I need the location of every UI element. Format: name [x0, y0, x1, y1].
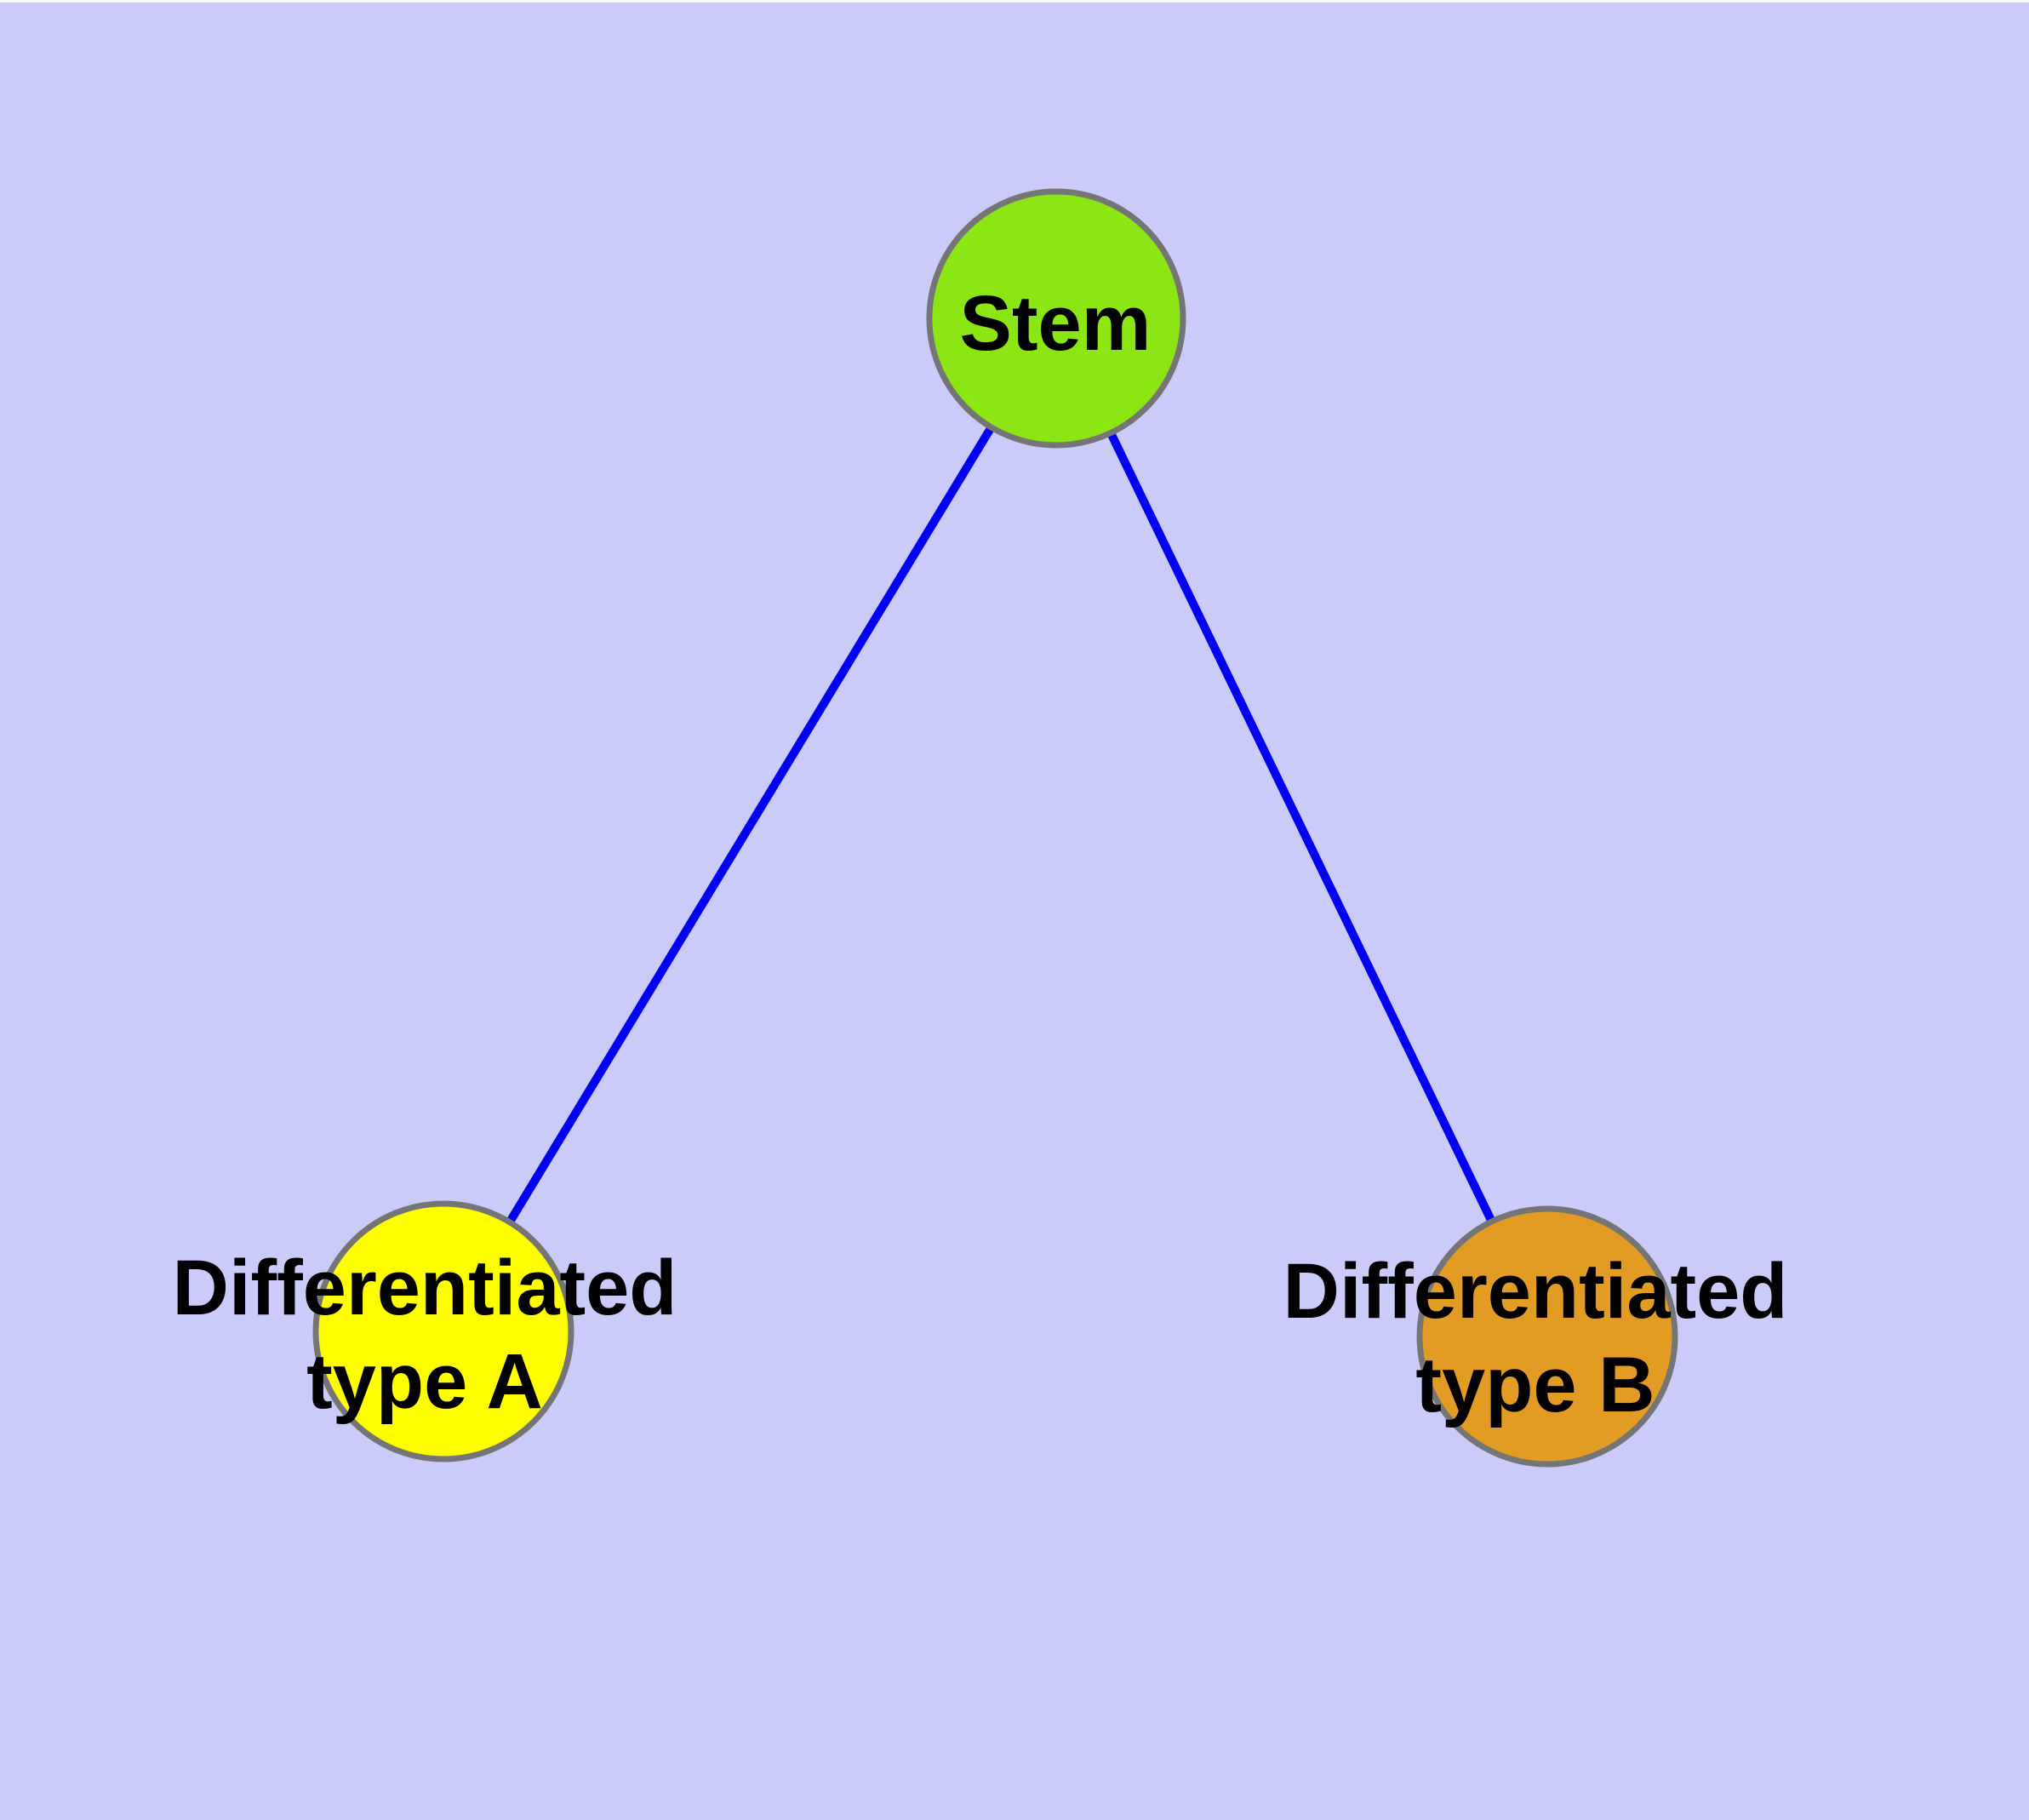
- label-line: Differentiated: [1283, 1248, 1788, 1335]
- edge-stem-to-type-b: [1052, 316, 1552, 1341]
- label-line: type B: [1415, 1342, 1655, 1428]
- node-label-stem: Stem: [960, 277, 1152, 370]
- node-circle-differentiated-type-b: [1416, 1205, 1678, 1468]
- edge-stem-to-type-a: [439, 316, 1060, 1336]
- label-line: type A: [306, 1338, 543, 1425]
- label-line: Differentiated: [172, 1245, 677, 1331]
- label-line: Stem: [959, 280, 1152, 367]
- node-label-differentiated-type-a: Differentiated type A: [173, 1241, 677, 1428]
- node-label-differentiated-type-b: Differentiated type B: [1283, 1245, 1788, 1432]
- node-circle-stem: [926, 188, 1186, 449]
- node-circle-differentiated-type-a: [312, 1200, 574, 1462]
